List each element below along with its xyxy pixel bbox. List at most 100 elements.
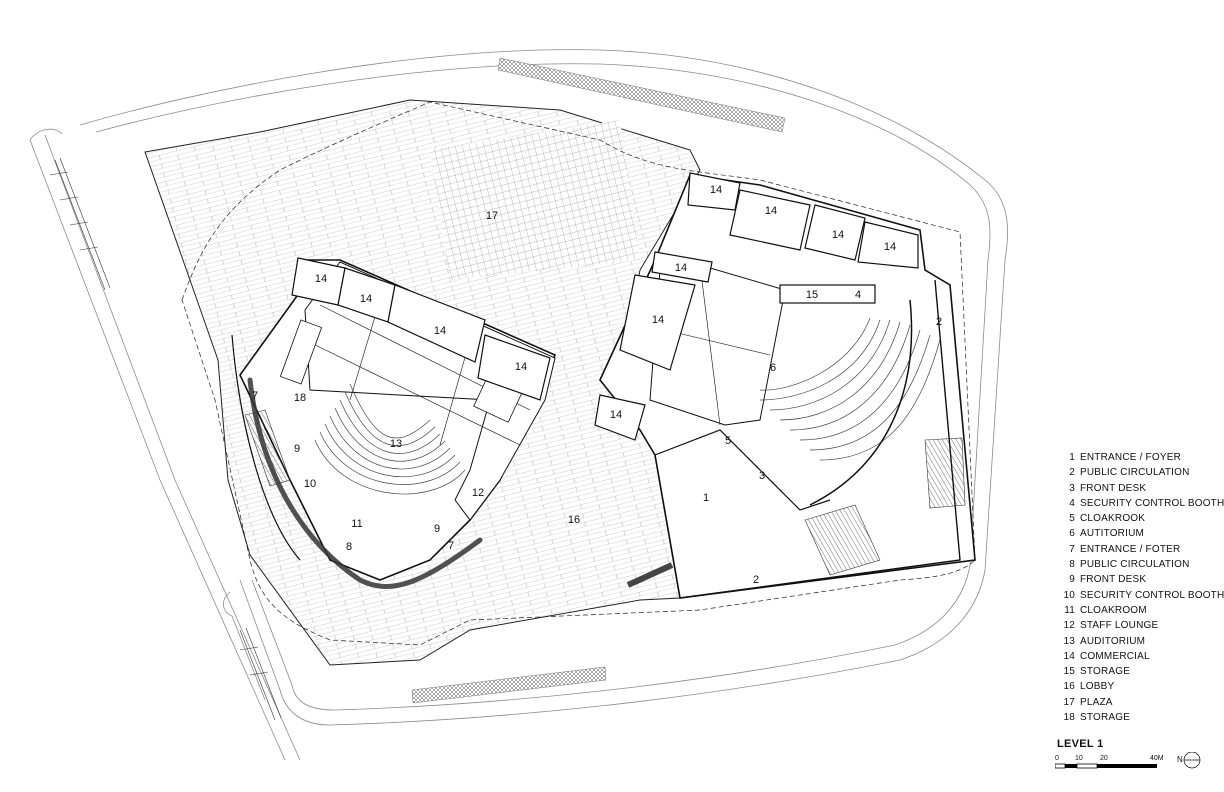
scale-tick-20: 20 [1100,755,1108,762]
room-label-14: 14 [652,314,664,326]
room-label-14: 14 [710,184,722,196]
site-outlines [29,49,1009,761]
room-label-14: 14 [610,409,622,421]
scale-bar: 0 10 20 40M N [1054,751,1224,782]
east-auditorium-seating [759,317,941,461]
legend-label: SECURITY CONTROL BOOTH [1080,589,1224,601]
legend-number: 3 [1069,482,1075,494]
room-labels: 1 2 2 3 4 5 6 7 7 8 9 9 10 11 12 13 14 1… [252,184,942,586]
room-label-9: 9 [294,443,300,455]
room-label-14: 14 [884,241,896,253]
scale-tick-40m: 40M [1150,755,1164,762]
room-label-11: 11 [351,518,362,530]
legend-label: FRONT DESK [1080,482,1147,494]
legend-label: STORAGE [1080,712,1131,724]
legend-item: 2 PUBLIC CIRCULATION [1060,465,1220,480]
legend-number: 11 [1064,604,1075,616]
legend-number: 13 [1063,635,1075,647]
commercial-units [291,172,919,441]
room-label-6: 6 [770,362,776,374]
room-label-9: 9 [434,523,440,535]
legend-label: ENTRANCE / FOTER [1080,543,1181,555]
legend-label: AUTITORIUM [1080,528,1145,540]
legend-label: PUBLIC CIRCULATION [1080,467,1190,479]
room-label-14: 14 [434,325,446,337]
west-auditorium-seating [314,383,466,495]
level-title: LEVEL 1 [1057,738,1104,750]
room-label-1: 1 [703,492,709,504]
room-label-3: 3 [759,470,765,482]
legend-number: 15 [1063,666,1075,678]
room-label-10: 10 [304,478,316,490]
room-label-14: 14 [360,293,372,305]
legend-label: PUBLIC CIRCULATION [1080,559,1190,571]
legend-label: LOBBY [1080,681,1115,693]
room-label-2: 2 [753,574,759,586]
storage-15-outline [779,284,876,304]
room-label-14: 14 [515,361,527,373]
room-label-12: 12 [472,487,484,499]
scale-tick-0: 0 [1055,755,1059,762]
plaza-grid [430,120,640,280]
setback-line [181,101,976,646]
room-label-15: 15 [806,289,818,301]
room-label-7: 7 [252,390,258,402]
legend-item: 15 STORAGE [1060,664,1220,679]
west-stairs [244,409,291,487]
legend-label: SECURITY CONTROL BOOTH [1080,497,1224,509]
north-label: N [1177,755,1183,764]
room-label-2: 2 [936,316,942,328]
scale-tick-10: 10 [1075,755,1083,762]
legend-label: AUDITORIUM [1080,635,1146,647]
legend-item: 4 SECURITY CONTROL BOOTH [1060,496,1224,511]
room-label-14: 14 [675,262,687,274]
legend-number: 4 [1069,497,1075,509]
room-label-14: 14 [832,229,844,241]
legend-number: 18 [1063,712,1075,724]
legend-item: 6 AUTITORIUM [1060,526,1220,541]
legend-number: 2 [1069,467,1075,479]
entry-canopy [626,562,674,588]
east-outer-curve [809,299,913,506]
east-stairs [804,504,881,576]
legend-number: 1 [1069,452,1075,463]
room-label-13: 13 [390,438,402,450]
scale-bar-graphic [1054,751,1201,769]
room-label-5: 5 [725,435,731,447]
legend-item: 7 ENTRANCE / FOTER [1060,542,1220,557]
room-label-7: 7 [448,540,454,552]
legend-number: 17 [1063,696,1075,708]
legend-label: CLOAKROOK [1080,513,1146,525]
legend-item: 12 STAFF LOUNGE [1060,618,1220,633]
legend-number: 10 [1063,589,1075,601]
legend-label: STORAGE [1080,666,1131,678]
room-label-16: 16 [568,514,580,526]
legend-number: 6 [1069,528,1075,540]
room-label-4: 4 [855,289,861,301]
legend-label: STAFF LOUNGE [1080,620,1159,632]
legend-item: 11 CLOAKROOM [1060,603,1220,618]
room-label-18: 18 [294,392,306,404]
street-hatch-south [411,666,607,704]
legend-item: 1 ENTRANCE / FOYER [1060,450,1220,465]
parking-left [49,157,282,721]
legend-number: 12 [1063,620,1075,632]
legend-number: 14 [1063,650,1075,662]
legend-item: 10 SECURITY CONTROL BOOTH [1060,588,1224,603]
room-label-8: 8 [346,541,352,553]
legend-number: 7 [1069,543,1075,555]
legend-label: FRONT DESK [1080,574,1147,586]
legend-item: 18 STORAGE [1060,710,1220,725]
street-hatch-north [497,57,786,133]
legend-label: ENTRANCE / FOYER [1080,452,1181,463]
legend-label: CLOAKROOM [1080,604,1147,616]
legend-item: 3 FRONT DESK [1060,481,1220,496]
